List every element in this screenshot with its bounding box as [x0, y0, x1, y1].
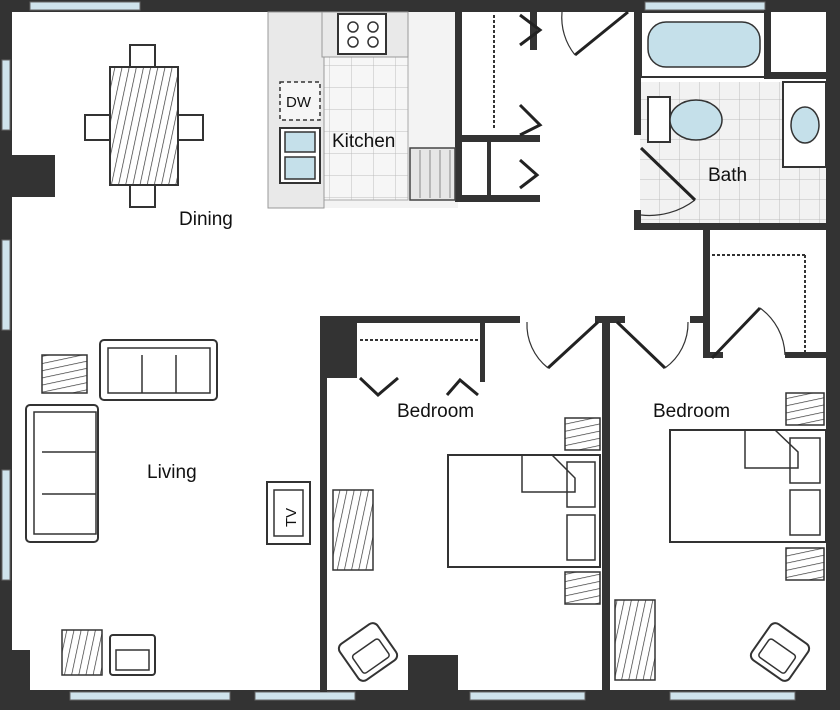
- bedroom-2-furniture: [614, 392, 827, 682]
- windows: [1, 1, 796, 701]
- sink-icon: [279, 127, 321, 184]
- tv-stand: [266, 481, 311, 545]
- armchair: [109, 634, 156, 676]
- closet-doors: [360, 15, 806, 352]
- chair-2: [749, 622, 811, 682]
- bedroom-1-label: Bedroom: [397, 401, 474, 422]
- bed-1: [447, 454, 601, 568]
- bedroom-1-furniture: [332, 417, 601, 682]
- sofa-top: [99, 339, 218, 401]
- toilet-icon: [647, 96, 723, 143]
- tv-label: TV: [283, 508, 300, 527]
- refrigerator-lines: [419, 150, 451, 198]
- dining-set: [84, 44, 204, 208]
- dishwasher: [279, 81, 321, 121]
- stove-icon: [337, 13, 387, 55]
- kitchen: [267, 11, 456, 209]
- kitchen-label: Kitchen: [332, 131, 395, 152]
- bathtub-icon: [640, 11, 766, 78]
- chair-1: [337, 622, 399, 682]
- bath-fixtures: [640, 11, 827, 168]
- refrigerator: [409, 147, 456, 201]
- bed-2: [669, 429, 827, 543]
- living-furniture: [25, 339, 311, 676]
- sofa-left: [25, 404, 99, 543]
- dishwasher-label: DW: [286, 94, 312, 111]
- dining-label: Dining: [179, 209, 233, 230]
- bath-label: Bath: [708, 165, 747, 186]
- living-label: Living: [147, 462, 197, 483]
- bedroom-2-label: Bedroom: [653, 401, 730, 422]
- doors: [358, 10, 786, 398]
- bath-sink-icon: [782, 81, 827, 168]
